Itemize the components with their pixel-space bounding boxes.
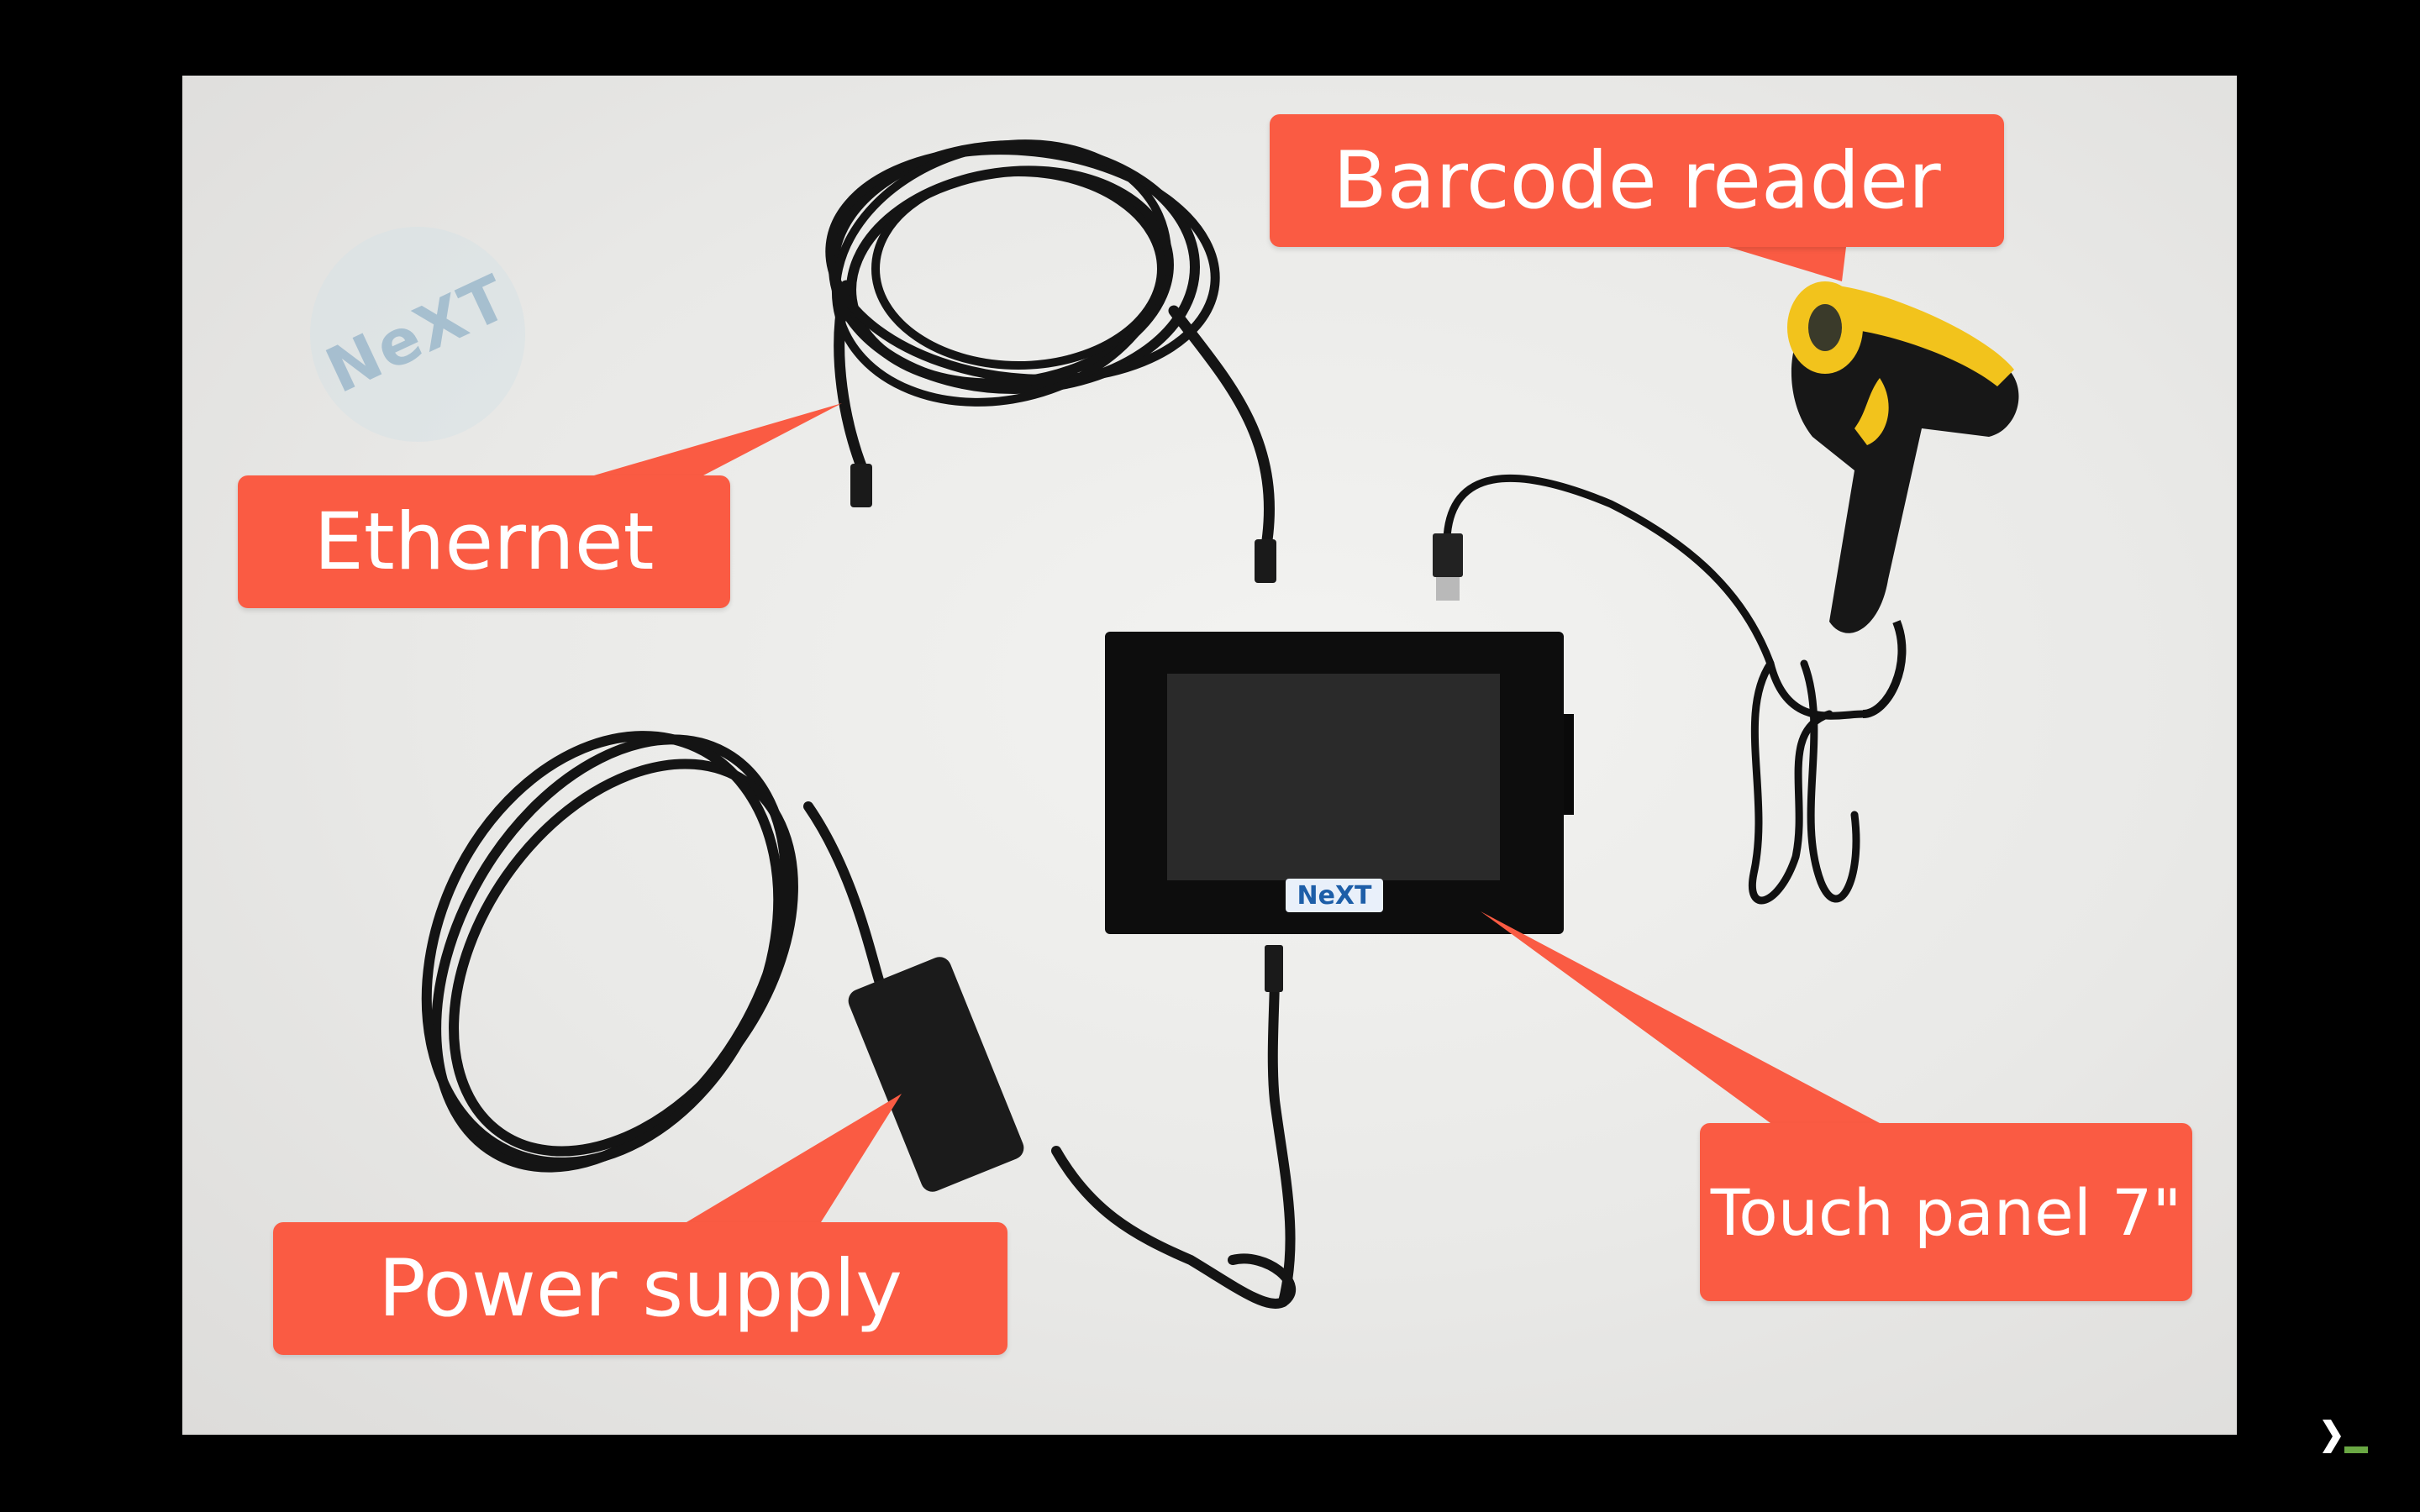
touch-callout-pointer — [1481, 911, 1880, 1123]
power-cable — [421, 731, 1296, 1309]
prompt-chevron-icon[interactable] — [2321, 1418, 2371, 1455]
product-photo: NeXT NeXT Barcode reader Ethernet Power … — [182, 76, 2237, 1435]
usb-cable — [1443, 474, 1867, 905]
usb-plug-metal — [1436, 577, 1460, 601]
ethernet-callout-pointer — [594, 403, 842, 475]
barcode-scanner — [1787, 281, 2019, 718]
label-ethernet: Ethernet — [238, 475, 730, 608]
label-touch-panel: Touch panel 7" — [1700, 1123, 2192, 1301]
power-callout-pointer — [687, 1094, 902, 1222]
barcode-callout-pointer — [1728, 247, 1846, 281]
dc-plug — [1265, 945, 1283, 992]
label-barcode-reader: Barcode reader — [1270, 114, 2004, 247]
ethernet-plug-right — [1255, 539, 1276, 583]
device-logo: NeXT — [1297, 881, 1372, 911]
hardware-scene: NeXT — [421, 139, 2019, 1309]
touch-panel-device: NeXT — [1105, 632, 1574, 934]
power-adapter — [848, 957, 1024, 1192]
ethernet-plug-left — [850, 464, 872, 507]
watermark-logo: NeXT — [310, 227, 525, 442]
label-power-supply: Power supply — [273, 1222, 1007, 1355]
ethernet-cable — [825, 139, 1275, 552]
watermark-logo-text: NeXT — [315, 260, 520, 408]
usb-plug — [1433, 533, 1463, 577]
